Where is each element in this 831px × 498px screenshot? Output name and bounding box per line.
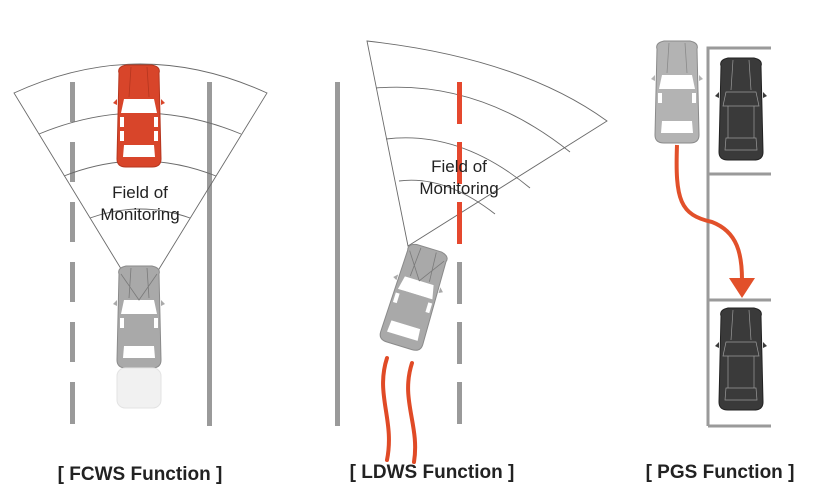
fcws-ego-car-motion-ghost [116, 367, 162, 409]
pgs-panel: [ PGS Function ] [646, 40, 795, 483]
fcws-left-dashed-lane [70, 82, 75, 424]
fcws-monitoring-label-line2: Monitoring [100, 205, 179, 224]
pgs-arrow-head-icon [729, 278, 755, 298]
fcws-monitoring-label-line1: Field of [112, 183, 168, 202]
ldws-tire-tracks [381, 356, 418, 464]
ldws-right-lane-normal [457, 262, 462, 424]
ldws-right-lane-warning [457, 82, 462, 244]
fcws-caption: [ FCWS Function ] [58, 464, 223, 485]
pgs-parked-car-bottom [715, 307, 767, 411]
ldws-caption: [ LDWS Function ] [350, 462, 515, 483]
ldws-monitoring-label-line1: Field of [431, 157, 487, 176]
pgs-caption: [ PGS Function ] [646, 462, 795, 483]
fcws-panel: Field of Monitoring [ FCWS Function ] [13, 63, 268, 485]
ldws-panel: Field of Monitoring [ LDWS Function ] [335, 40, 608, 483]
pgs-guidance-path [674, 144, 744, 281]
pgs-parked-car-top [715, 57, 767, 161]
fcws-right-solid-lane [207, 82, 212, 426]
fcws-ego-car [113, 265, 165, 369]
ldws-field-of-view [366, 40, 608, 247]
fcws-lead-car [113, 64, 165, 168]
ldws-left-solid-lane [335, 82, 340, 426]
ldws-ego-car [379, 243, 448, 351]
pgs-moving-car [651, 40, 703, 144]
ldws-monitoring-label-line2: Monitoring [419, 179, 498, 198]
pgs-parking-lines [706, 46, 771, 428]
